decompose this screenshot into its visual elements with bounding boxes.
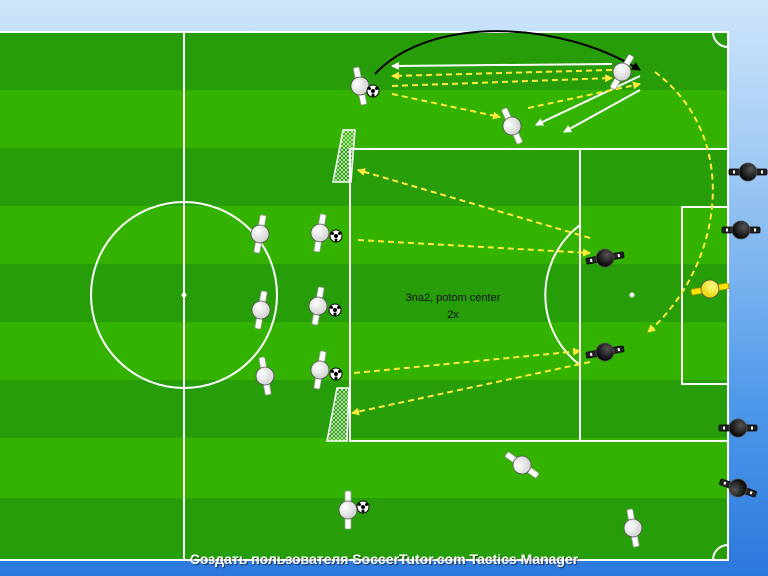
kit-stripe <box>749 491 753 495</box>
penalty-arc <box>544 224 581 366</box>
player-white-bottom-right[interactable] <box>621 508 645 549</box>
player-white-attacker-queue-2[interactable] <box>306 286 330 327</box>
kit-stripe <box>754 228 756 232</box>
exercise-note-line1: 3na2, potom center <box>406 292 501 304</box>
player-body <box>738 162 758 182</box>
player-yellow-goalkeeper[interactable] <box>690 277 731 301</box>
player-body <box>502 116 522 136</box>
player-white-wide-attacker-top[interactable] <box>347 66 373 107</box>
player-body <box>308 296 328 316</box>
kit-stripe <box>726 228 728 232</box>
player-white-midfielder-top[interactable] <box>496 105 528 147</box>
player-body <box>250 224 270 244</box>
player-body <box>255 366 275 386</box>
kit-stripe <box>733 170 735 174</box>
exercise-note-line2: 2x <box>447 309 459 321</box>
kit-stripe <box>617 347 621 352</box>
player-body <box>700 279 720 299</box>
player-white-bottom-left[interactable] <box>338 490 358 530</box>
player-white-bottom-midfielder[interactable] <box>501 447 542 484</box>
ball <box>328 303 342 317</box>
corner-arc-top <box>712 31 729 48</box>
player-body <box>310 223 330 243</box>
player-body <box>623 518 643 538</box>
player-black-sub-3[interactable] <box>718 418 758 438</box>
player-white-attacker-queue-1[interactable] <box>308 213 332 254</box>
ball <box>329 229 343 243</box>
footer-watermark: Создать пользователя SoccerTutor.com Tac… <box>189 551 579 567</box>
player-body <box>595 248 615 268</box>
player-black-sub-2[interactable] <box>721 220 761 240</box>
goal-area <box>681 206 729 385</box>
kit-stripe <box>723 481 727 485</box>
centre-spot <box>181 292 187 298</box>
player-body <box>595 342 615 362</box>
corner-arc-bottom <box>712 544 729 561</box>
player-body <box>251 300 271 320</box>
centre-circle <box>90 201 278 389</box>
kit-stripe <box>589 258 593 263</box>
player-body <box>512 455 532 475</box>
run-arrows <box>391 61 641 133</box>
player-black-defender-bottom[interactable] <box>585 340 626 364</box>
player-white-waiting-left-3[interactable] <box>253 356 277 397</box>
ball-path-arrow <box>374 30 641 75</box>
ball <box>366 84 380 98</box>
kit-stripe <box>751 426 753 430</box>
ball <box>329 367 343 381</box>
penalty-spot <box>629 292 635 298</box>
player-white-waiting-left-1[interactable] <box>248 214 272 255</box>
player-body <box>728 478 748 498</box>
player-black-defender-top[interactable] <box>585 246 626 270</box>
player-white-attacker-queue-3[interactable] <box>308 350 332 391</box>
kit-stripe <box>761 170 763 174</box>
player-body <box>728 418 748 438</box>
pass-arrows <box>351 69 714 416</box>
kit-stripe <box>617 253 621 258</box>
player-body <box>350 76 370 96</box>
player-white-waiting-left-2[interactable] <box>249 290 273 331</box>
player-white-winger-right[interactable] <box>605 51 640 93</box>
kit-stripe <box>723 426 725 430</box>
kit-stripe <box>589 352 593 357</box>
player-black-sub-4[interactable] <box>717 473 759 503</box>
player-body <box>731 220 751 240</box>
mini-goal-top <box>332 129 356 183</box>
player-body <box>338 500 358 520</box>
ball <box>356 500 370 514</box>
mini-goal-bottom <box>326 387 350 442</box>
pitch <box>0 32 728 560</box>
player-body <box>310 360 330 380</box>
player-black-sub-1[interactable] <box>728 162 768 182</box>
small-game-area <box>349 148 581 442</box>
players <box>248 51 768 549</box>
player-body <box>612 62 632 82</box>
